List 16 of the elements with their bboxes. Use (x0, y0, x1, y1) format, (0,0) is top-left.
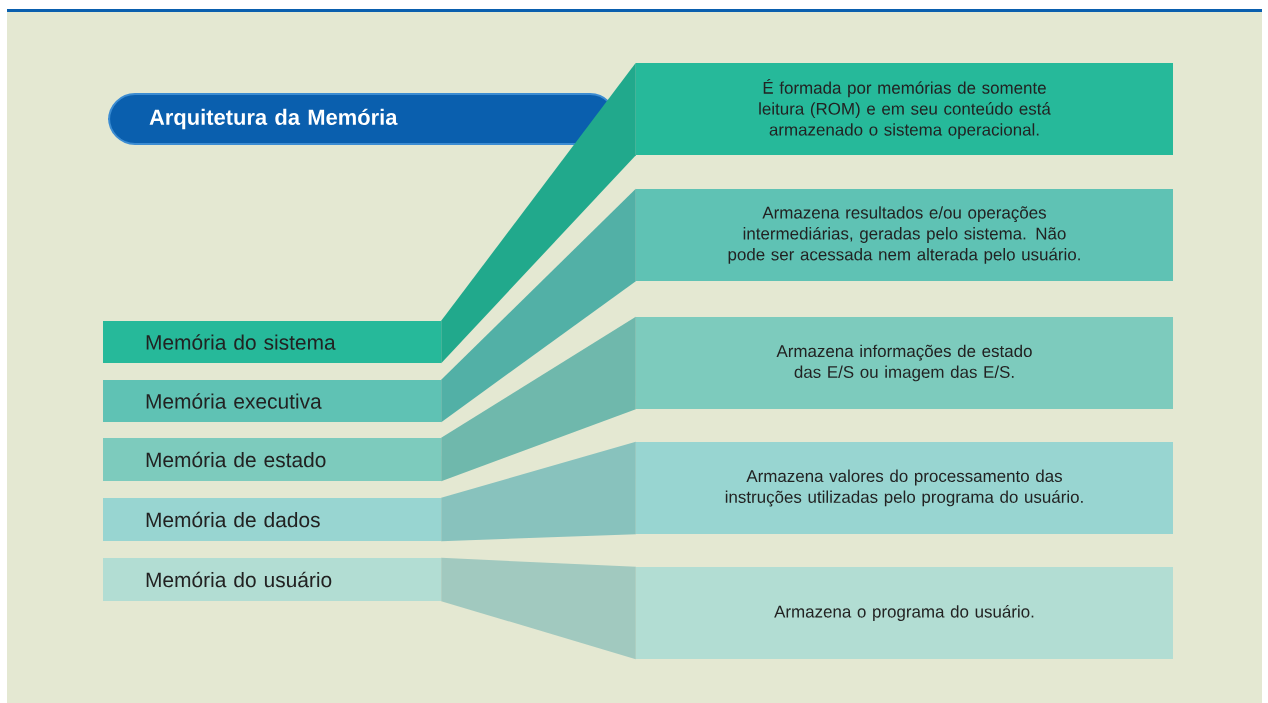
memory-type-box: Memória do sistema (103, 321, 441, 363)
memory-type-box: Memória de dados (103, 498, 441, 541)
description-box: É formada por memórias de somente leitura (ROM) e em seu conteúdo está armazenado o sistema operacional. (636, 63, 1173, 155)
connector-band (441, 557, 636, 660)
memory-type-box: Memória do usuário (103, 558, 441, 601)
connector-band (441, 188, 636, 423)
description-box: Armazena valores do processamento das instruções utilizadas pelo programa do usuário. (636, 442, 1173, 534)
memory-type-box: Memória executiva (103, 380, 441, 422)
connector-band (441, 316, 636, 482)
description-box: Armazena resultados e/ou operações intermediárias, geradas pelo sistema. Não pode ser acessada nem alterada pelo usuário. (636, 189, 1173, 281)
connector-band (441, 62, 636, 364)
description-box: Armazena o programa do usuário. (636, 567, 1173, 659)
connector-band (441, 441, 636, 542)
memory-type-box: Memória de estado (103, 438, 441, 481)
description-box: Armazena informações de estado das E/S ou imagem das E/S. (636, 317, 1173, 409)
title-banner: Arquitetura da Memória (108, 93, 617, 145)
